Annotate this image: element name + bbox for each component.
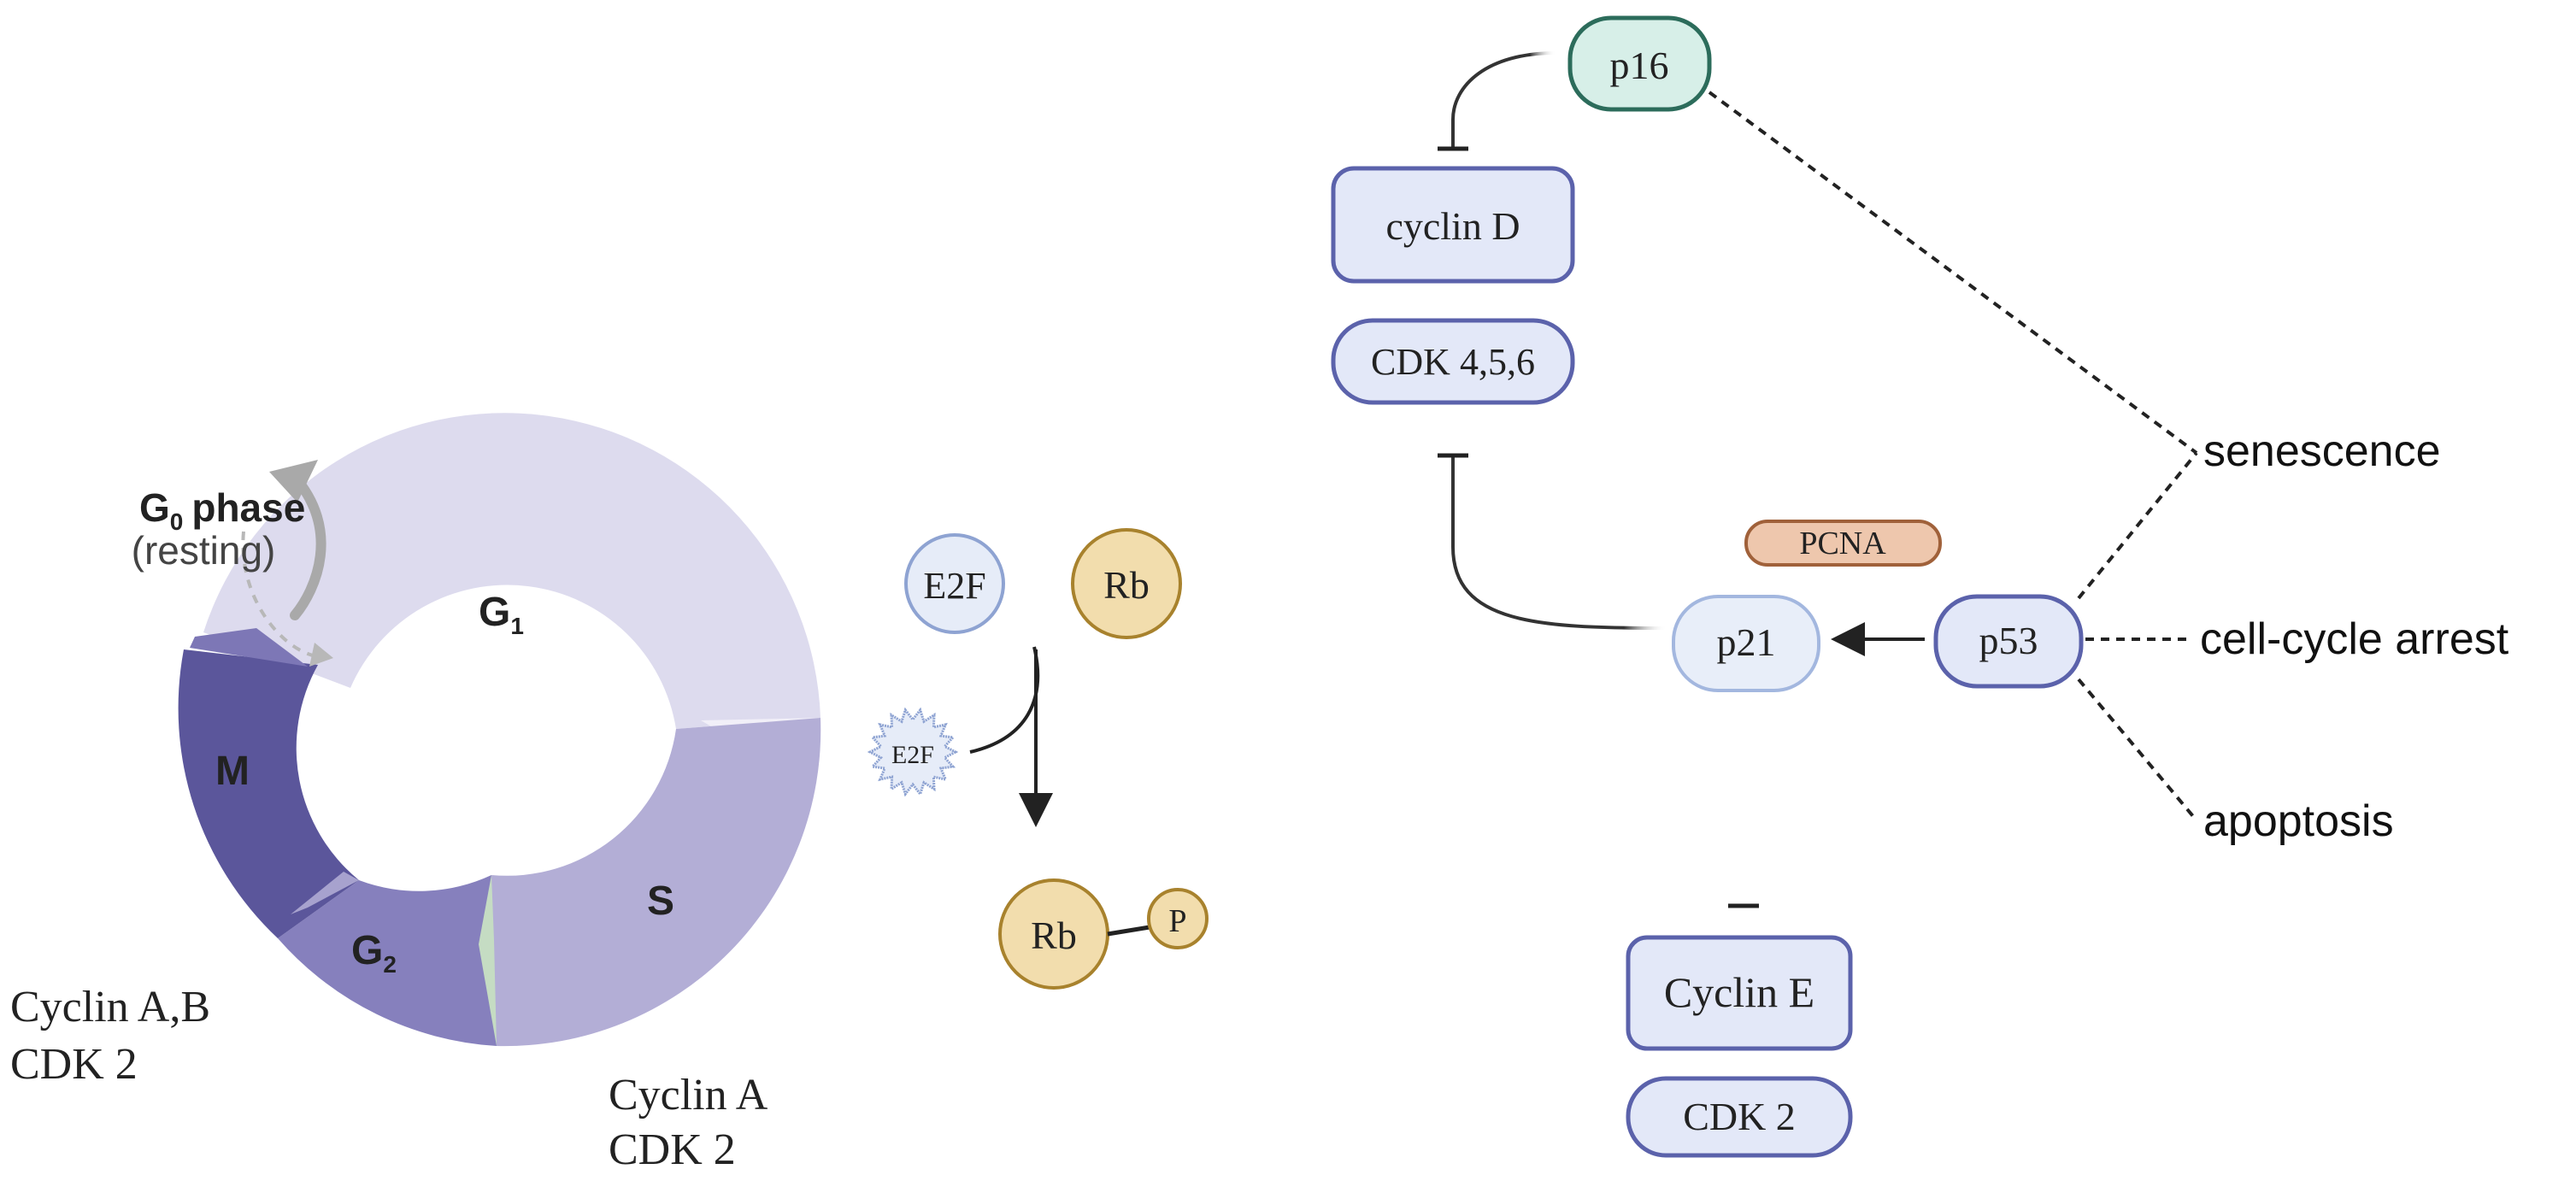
senescence-label: senescence	[2203, 426, 2441, 476]
p21-inhibition-cdk456-line	[1451, 457, 1667, 630]
rb-phosphorylated-node[interactable]: Rb	[998, 878, 1109, 990]
g0-return-arrowhead	[309, 643, 333, 667]
m-g1-tab	[190, 628, 308, 667]
svg-text:cyclin D: cyclin D	[1385, 204, 1520, 248]
e2f-node[interactable]: E2F	[904, 533, 1005, 634]
p16-senescence-dashed	[1708, 91, 2198, 455]
g0-resting-label: (resting)	[132, 528, 276, 573]
svg-text:P: P	[1168, 903, 1186, 939]
g0-exit-arrowhead	[269, 460, 318, 502]
p16-node[interactable]: p16	[1567, 15, 1712, 112]
svg-text:p53: p53	[1979, 619, 2038, 662]
rb-release-curve	[969, 646, 1040, 754]
cyclin-e-box[interactable]: Cyclin E	[1626, 935, 1853, 1051]
m-g2-tab	[291, 872, 359, 914]
s-label: S	[647, 878, 674, 924]
svg-text:Cyclin E: Cyclin E	[1664, 968, 1814, 1016]
g1-segment[interactable]	[203, 413, 820, 729]
phosphate-bond	[1107, 925, 1150, 937]
g2-label: G2	[351, 928, 397, 978]
svg-text:E2F: E2F	[923, 565, 985, 607]
s-segment[interactable]	[491, 718, 821, 1047]
g0-return-arrow	[241, 531, 317, 658]
cdk2-box[interactable]: CDK 2	[1626, 1076, 1853, 1158]
g1-label: G1	[479, 590, 524, 639]
cell-cycle-arrest-label: cell-cycle arrest	[2200, 614, 2509, 664]
phosphate-node[interactable]: P	[1147, 888, 1209, 949]
p16-inhibition-line	[1451, 51, 1556, 147]
rb-node[interactable]: Rb	[1071, 528, 1182, 639]
m-label: M	[215, 749, 250, 794]
svg-text:E2F: E2F	[891, 741, 934, 769]
cyclin-a-label: Cyclin A	[609, 1071, 768, 1119]
e2f-released-node[interactable]: E2F	[867, 707, 959, 797]
g0-exit-arrow	[288, 470, 326, 620]
p53-node[interactable]: p53	[1933, 594, 2084, 689]
g2-segment[interactable]	[278, 875, 497, 1046]
svg-text:CDK 2: CDK 2	[1683, 1095, 1796, 1138]
p53-apoptosis-dashed	[2077, 678, 2198, 822]
pcna-node[interactable]: PCNA	[1744, 520, 1942, 567]
p53-senescence-dashed	[2077, 451, 2198, 600]
m-segment[interactable]	[178, 649, 359, 938]
svg-text:Rb: Rb	[1031, 914, 1077, 957]
cell-cycle-ring	[178, 413, 821, 1047]
svg-text:PCNA: PCNA	[1799, 526, 1886, 561]
cyclin-ab-label: Cyclin A,B	[10, 983, 210, 1031]
cdk456-box[interactable]: CDK 4,5,6	[1331, 318, 1575, 405]
svg-text:CDK 4,5,6: CDK 4,5,6	[1371, 341, 1535, 383]
svg-text:p21: p21	[1717, 620, 1776, 664]
cdk2-m-label: CDK 2	[10, 1040, 138, 1089]
cdk2-s-label: CDK 2	[609, 1125, 736, 1174]
p21-node[interactable]: p21	[1672, 595, 1820, 692]
svg-text:Rb: Rb	[1103, 563, 1150, 607]
svg-text:p16: p16	[1610, 44, 1669, 87]
apoptosis-label: apoptosis	[2203, 796, 2394, 846]
cyclin-d-box[interactable]: cyclin D	[1331, 166, 1575, 284]
g2-s-sliver	[479, 875, 497, 1046]
